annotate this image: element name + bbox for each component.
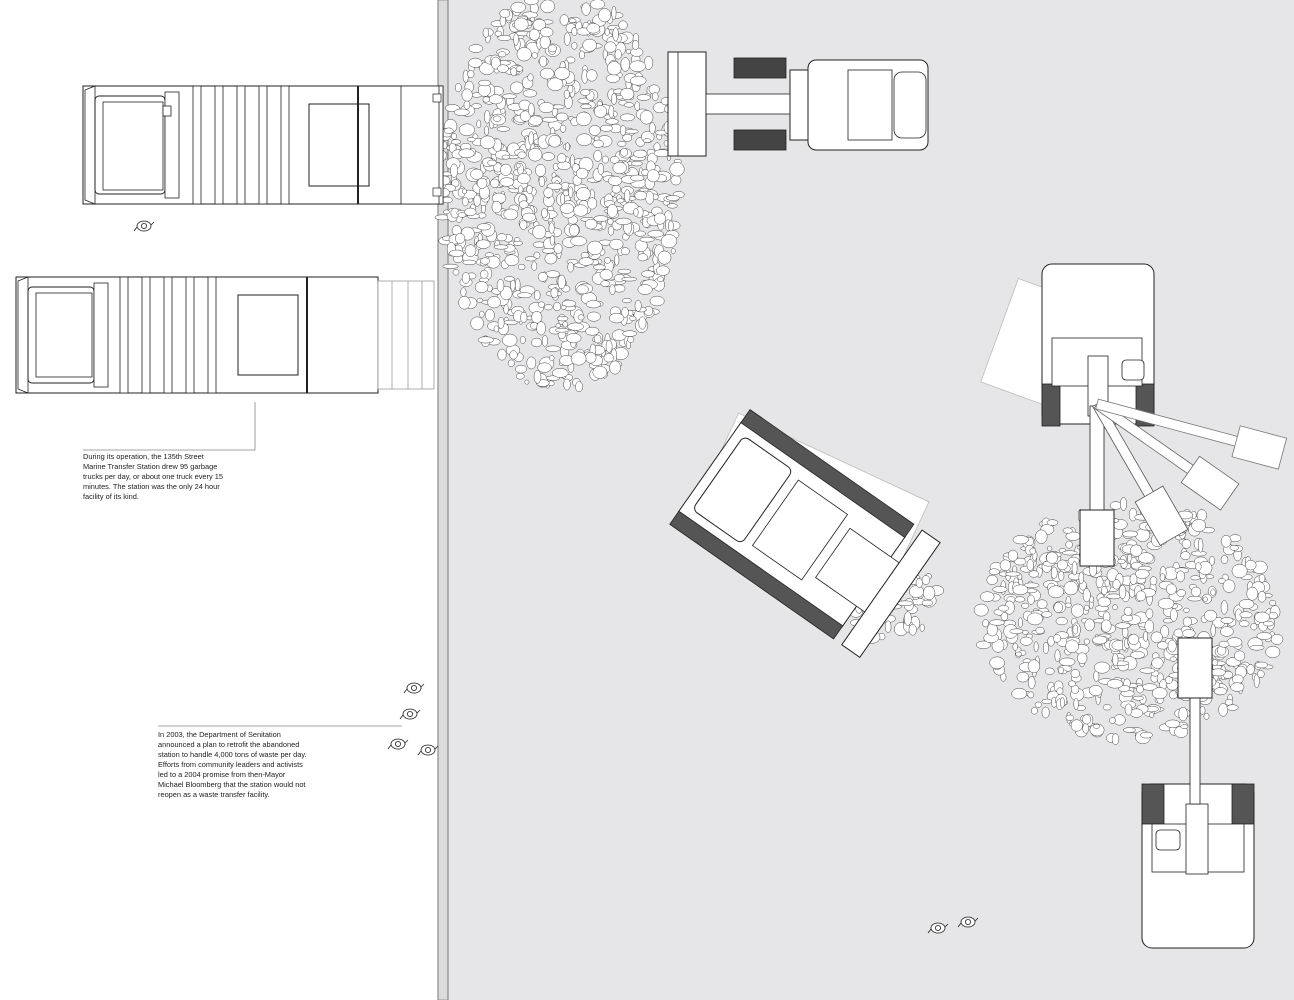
bulldozer-icon [669, 409, 941, 659]
garbage-truck-icon [15, 276, 435, 394]
annotation-trucks: During its operation, the 135th Street M… [83, 452, 223, 501]
garbage-truck-icon [82, 85, 444, 205]
leader-line [83, 402, 256, 451]
waste-pile-icon [434, 0, 685, 393]
excavator-icon [1141, 637, 1255, 949]
excavator-icon [980, 263, 1288, 567]
wheel-loader-icon [667, 51, 929, 157]
annotation-retrofit: In 2003, the Department of Senitation an… [158, 730, 307, 799]
